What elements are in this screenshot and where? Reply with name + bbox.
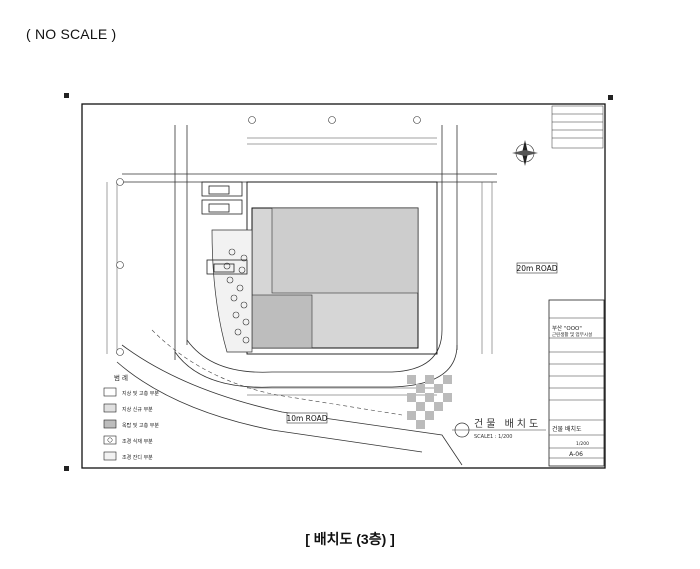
north-arrow-icon xyxy=(512,140,538,166)
drawing-number: A-06 xyxy=(569,451,583,458)
revision-block xyxy=(551,105,604,149)
drawing-name: 건물 배치도 xyxy=(552,425,582,433)
project-sub: 근린생활 및 업무시설 xyxy=(552,331,592,338)
view-scale: SCALE1 : 1/200 xyxy=(474,434,512,440)
svg-text:옥탑 및 고층 부분: 옥탑 및 고층 부분 xyxy=(122,422,159,429)
parking-stalls xyxy=(201,181,248,275)
road-20m-label: 20m ROAD xyxy=(516,264,557,273)
drawing-caption: [ 배치도 (3층) ] xyxy=(305,531,395,547)
site-plan-drawing: 20m ROAD 10m ROAD 건물 배치도 SCALE1 : 1/200 … xyxy=(62,90,632,475)
svg-text:지상 신규 부분: 지상 신규 부분 xyxy=(122,406,153,413)
road-10m-label: 10m ROAD xyxy=(286,414,327,423)
registration-mark xyxy=(64,466,69,471)
view-title: 건물 배치도 xyxy=(474,418,541,430)
drawing-scale: 1/200 xyxy=(576,441,589,447)
legend: 지상 및 고층 부분 지상 신규 부분 옥탑 및 고층 부분 조경 식재 부분 … xyxy=(103,387,159,461)
paving-pattern xyxy=(407,375,452,429)
registration-mark xyxy=(64,93,69,98)
legend-title: 범 례 xyxy=(114,373,128,382)
sheet-border xyxy=(81,103,606,469)
project-name: 부산 "OOO" xyxy=(552,324,582,332)
no-scale-note: ( NO SCALE ) xyxy=(26,26,117,42)
svg-text:지상 및 고층 부분: 지상 및 고층 부분 xyxy=(122,390,159,397)
title-block: 부산 "OOO" 근린생활 및 업무시설 건물 배치도 1/200 A-06 xyxy=(548,299,605,467)
svg-text:조경 식재 부분: 조경 식재 부분 xyxy=(122,438,153,445)
svg-text:조경 잔디 부분: 조경 잔디 부분 xyxy=(122,454,153,461)
registration-mark xyxy=(608,95,613,100)
landscape-area xyxy=(211,229,253,353)
